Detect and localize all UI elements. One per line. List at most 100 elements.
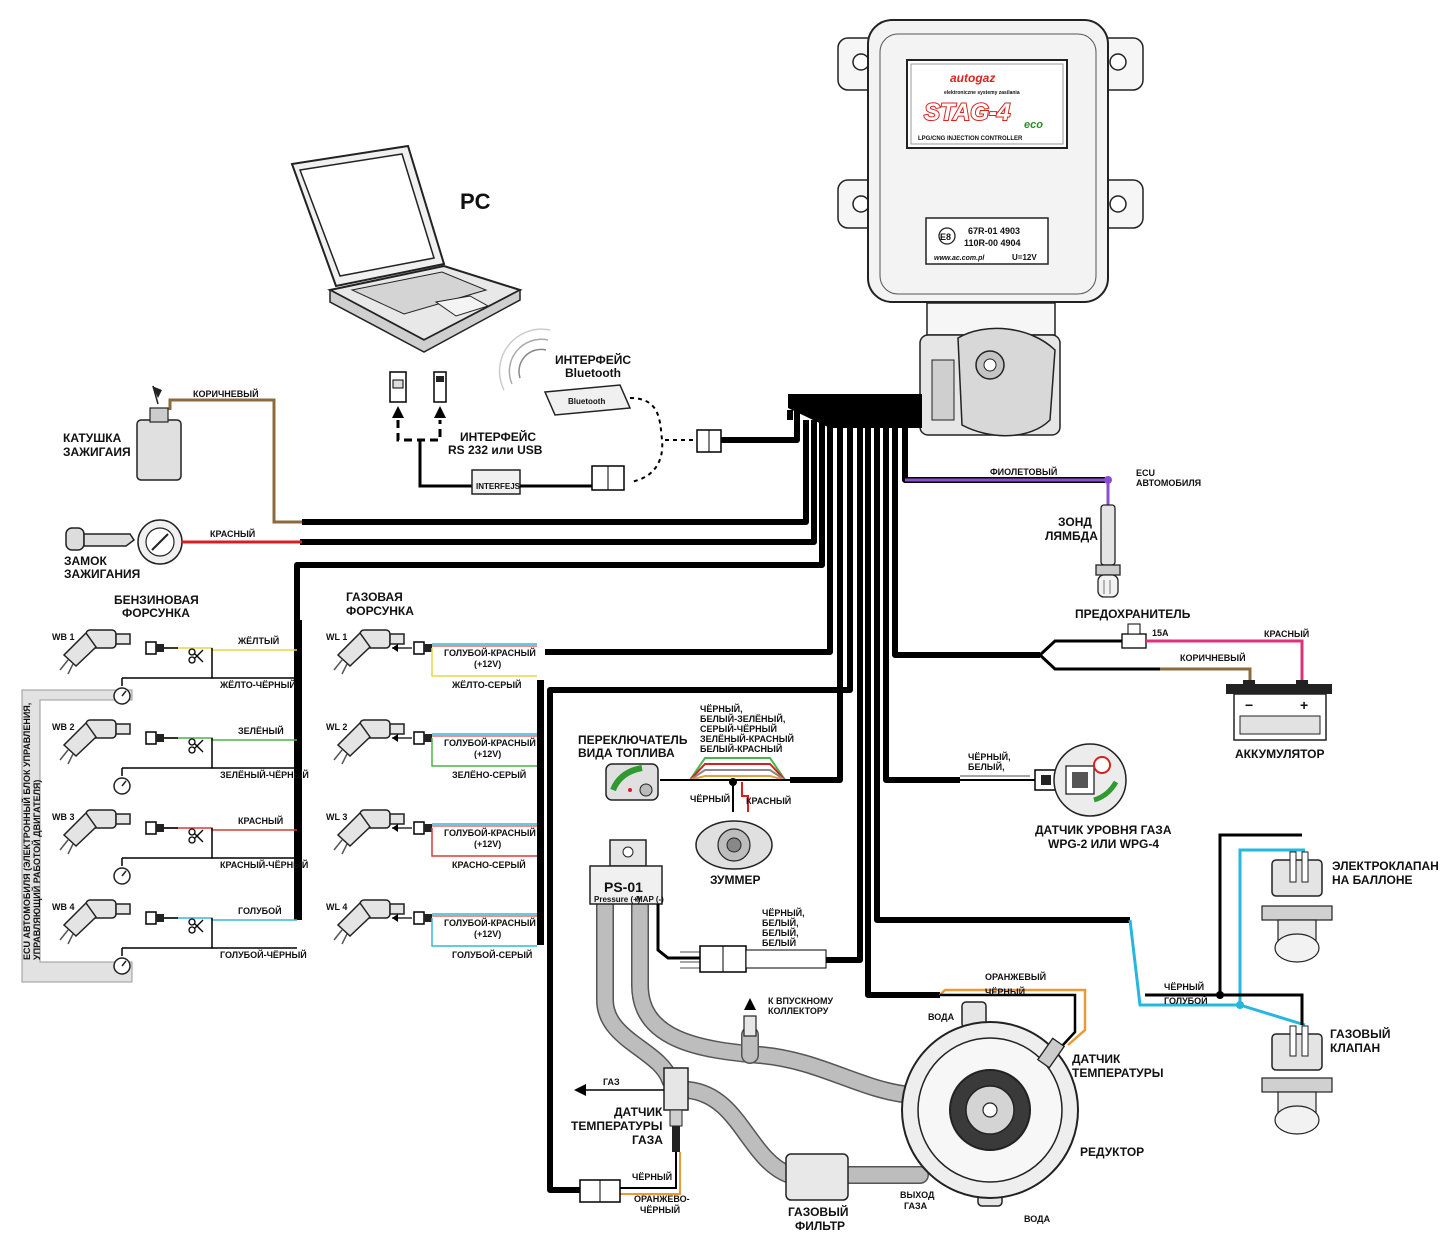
coil-wire-label: КОРИЧНЕВЫЙ [193,388,259,399]
petrol-wire2-label: ГОЛУБОЙ-ЧЁРНЫЙ [220,949,307,960]
rs232-interface-device: INTERFEJS [471,469,521,495]
switch-wires-1: ЧЁРНЫЙ, [700,703,743,714]
gas-voltage-label: (+12V) [474,929,501,939]
lambda-label-1: ЗОНД [1058,515,1092,529]
gas-wire2-label: КРАСНО-СЕРЫЙ [452,859,526,870]
fuse-label: ПРЕДОХРАНИТЕЛЬ [1075,607,1191,621]
car-ecu-panel [21,689,133,983]
ps-01-pressure-sensor [589,839,663,905]
ps-wire-3: БЕЛЫЙ, [762,927,799,938]
ecu-tagline: elektroniczne systemy zasilania [944,90,1020,96]
tank-solenoid-valve [1261,851,1333,963]
gas-out-label-2: ГАЗА [904,1201,928,1211]
water-top-label: ВОДА [928,1012,955,1022]
gas-injector-title-2: ФОРСУНКА [346,604,414,618]
fuse [1121,623,1147,649]
rs-connector [591,465,625,491]
cut-scissors-icon [188,648,204,664]
switch-wires-2: БЕЛЫЙ-ЗЕЛЁНЫЙ, [700,713,785,724]
switch-label-2: ВИДА ТОПЛИВА [578,746,675,760]
reducer-temp-label-1: ДАТЧИК [1072,1052,1121,1066]
gas-wire2-label: ЖЁЛТО-СЕРЫЙ [451,679,522,690]
manifold-label-1: К ВПУСКНОМУ [768,996,834,1006]
key-icon [65,527,136,551]
battery-red-label: КРАСНЫЙ [1264,628,1309,639]
ignition-lock [137,519,183,565]
tank-valve-label-2: НА БАЛЛОНЕ [1332,873,1413,887]
petrol-wire2-label: ЖЁЛТО-ЧЁРНЫЙ [219,679,296,690]
switch-wire-bundle [660,757,790,786]
switch-wires-4: ЗЕЛЁНЫЙ-КРАСНЫЙ [700,733,794,744]
bluetooth-signal-icon [498,328,551,391]
gas-solenoid-valve [1261,1025,1333,1135]
rs-title: ИНТЕРФЕЙС [460,429,536,444]
fuel-switch[interactable] [605,763,659,801]
ps-pressure-label: Pressure (+) [594,895,641,904]
ecu-pin-gauge-icon [113,777,131,795]
petrol-injector-id: WB 3 [52,812,75,822]
gas-wire2-label: ГОЛУБОЙ-СЕРЫЙ [452,949,532,960]
rs-sub: RS 232 или USB [448,443,543,457]
ignition-coil [136,385,182,481]
gas-injector-title-1: ГАЗОВАЯ [346,590,403,604]
lambda-probe [1095,504,1121,598]
cut-scissors-icon [188,828,204,844]
gas-injector-id: WL 1 [326,632,347,642]
ps-map-label: MAP (-) [636,895,664,904]
ecu-pin-gauge-icon [113,687,131,705]
manifold-nipple [743,998,757,1037]
ps-wire-4: БЕЛЫЙ [762,937,796,948]
gas-temp-label-3: ГАЗА [632,1133,663,1147]
gas-voltage-label: (+12V) [474,749,501,759]
car-ecu-2: АВТОМОБИЛЯ [1136,478,1201,488]
petrol-injector-title-2: ФОРСУНКА [122,606,190,620]
petrol-wire-label: КРАСНЫЙ [238,815,283,826]
gas-injector-id: WL 2 [326,722,347,732]
tank-valve-label-1: ЭЛЕКТРОКЛАПАН [1332,859,1439,873]
plug-icon [145,731,165,745]
petrol-wire-label: ГОЛУБОЙ [238,905,282,916]
ecu-eco: eco [1024,119,1043,131]
ecu-subtitle: LPG/CNG INJECTION CONTROLLER [918,136,1023,142]
plug-icon [145,821,165,835]
plug-icon [413,641,433,655]
reducer-label: РЕДУКТОР [1080,1145,1144,1159]
gt-orange-label-1: ОРАНЖЕВО- [634,1194,690,1204]
petrol-injector-id: WB 4 [52,902,75,912]
bluetooth-interface-device: Bluetooth [543,384,632,416]
gas-temp-label-2: ТЕМПЕРАТУРЫ [571,1119,663,1133]
gas-injector-id: WL 3 [326,812,347,822]
plug-icon [413,731,433,745]
plug-icon [145,911,165,925]
gas-temp-sensor [663,1067,689,1152]
lambda-label-2: ЛЯМБДА [1045,529,1098,543]
cert-1: 67R-01 4903 [968,226,1020,236]
pc-label: PC [460,189,491,214]
buzzer-label: ЗУММЕР [710,873,761,887]
ecu-pin-gauge-icon [113,867,131,885]
gas-temp-label-1: ДАТЧИК [614,1105,663,1119]
bt-sub: Bluetooth [565,366,621,380]
car-ecu-side-2: УПРАВЛЯЮЩИЙ РАБОТОЙ ДВИГАТЕЛЯ) [31,780,42,960]
reducer-temp-label-2: ТЕМПЕРАТУРЫ [1072,1066,1164,1080]
ecu-voltage: U=12V [1012,253,1037,262]
ecu-site: www.ac.com.pl [934,255,985,262]
battery-label: АККУМУЛЯТОР [1235,747,1325,761]
gas-valve-label-1: ГАЗОВЫЙ [1330,1026,1390,1041]
gas-wire2-label: ЗЕЛЁНО-СЕРЫЙ [452,769,526,780]
ps-wire-2: БЕЛЫЙ, [762,917,799,928]
e-mark: E8 [940,232,951,242]
ecu-pin-gauge-icon [113,957,131,975]
bt-connector [696,429,722,453]
gas-injector-id: WL 4 [326,902,347,912]
gas-wire-label: ГОЛУБОЙ-КРАСНЫЙ [444,737,536,748]
lock-label-2: ЗАЖИГАНИЯ [64,567,140,581]
level-label-2: WPG-2 ИЛИ WPG-4 [1048,837,1159,851]
battery [1226,680,1332,741]
gas-voltage-label: (+12V) [474,839,501,849]
petrol-wire-label: ЖЁЛТЫЙ [237,635,279,646]
coil-label-2: ЗАЖИГАИЯ [63,445,131,459]
car-ecu-1: ECU [1136,468,1155,478]
